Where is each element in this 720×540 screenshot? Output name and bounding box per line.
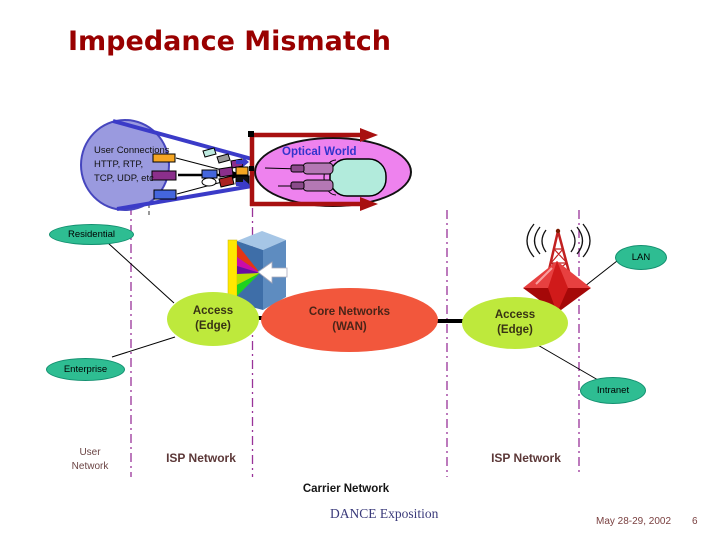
- optical-fiber-icon: [264, 158, 387, 197]
- node-enterprise-label: Enterprise: [63, 364, 108, 375]
- access-edge-right-ellipse: Access (Edge): [462, 297, 568, 349]
- node-enterprise: Enterprise: [46, 358, 125, 381]
- optical-world-label: Optical World: [282, 146, 357, 158]
- node-lan-label: LAN: [631, 252, 651, 263]
- region-label-isp-network-left: ISP Network: [166, 451, 236, 465]
- access-intranet-line: [535, 343, 599, 381]
- node-intranet: Intranet: [580, 377, 646, 404]
- access-edge-left-label: Access (Edge): [192, 305, 234, 332]
- node-lan: LAN: [615, 245, 667, 270]
- funnel-icon: [112, 119, 253, 211]
- prism-demux-icon: [227, 231, 288, 310]
- packet-icons: [151, 147, 250, 200]
- footer-event-name: DANCE Exposition: [330, 506, 439, 521]
- access-edge-left-ellipse: Access (Edge): [167, 292, 259, 346]
- enterprise-access-line: [111, 336, 176, 358]
- user-connections-label: User Connections HTTP, RTP, TCP, UDP, et…: [94, 145, 170, 184]
- region-label-carrier-network: Carrier Network: [302, 483, 390, 495]
- footer-date: May 28-29, 2002: [596, 516, 672, 527]
- core-network-ellipse: Core Networks (WAN): [261, 288, 438, 352]
- node-residential-label: Residential: [68, 229, 115, 240]
- optical-loop-arrows: [248, 128, 378, 211]
- page-title: Impedance Mismatch: [68, 26, 391, 57]
- page-number: 6: [692, 516, 698, 527]
- gem-router-icon: [523, 261, 591, 313]
- node-residential: Residential: [49, 224, 134, 245]
- residential-access-line: [107, 242, 175, 304]
- left-arrow-icon: [257, 261, 288, 284]
- region-label-isp-network-right: ISP Network: [491, 451, 561, 465]
- core-network-label: Core Networks (WAN): [308, 306, 391, 333]
- node-intranet-label: Intranet: [596, 385, 630, 396]
- region-label-user-network: User Network: [71, 447, 109, 472]
- access-edge-right-label: Access (Edge): [494, 309, 536, 336]
- fiber-entry-arrow-icons: [236, 157, 249, 189]
- radio-waves-icon: [526, 223, 591, 258]
